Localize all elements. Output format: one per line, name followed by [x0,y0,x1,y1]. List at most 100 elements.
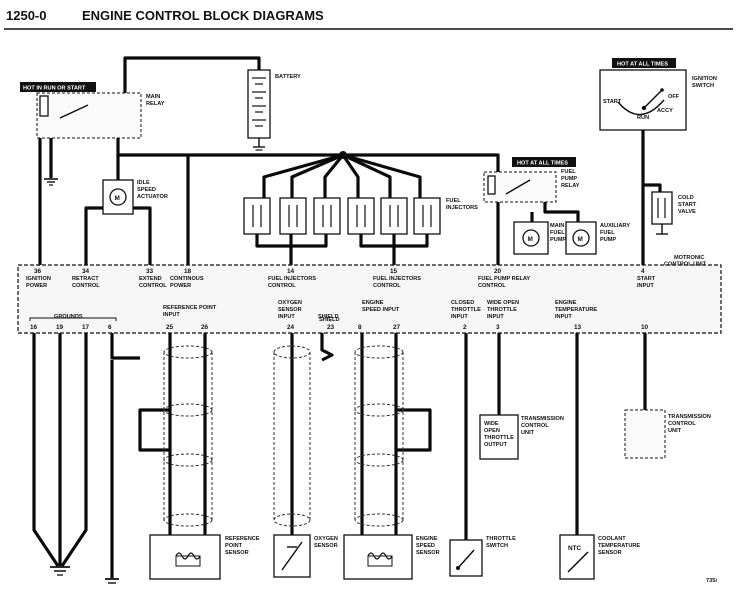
pin-15-label-2: CONTROL [373,283,401,289]
fuel-pump-relay-label-2: PUMP [561,176,577,182]
section-number: 1250-0 [6,8,46,23]
switch-pos-accy: ACCY [657,108,673,114]
fuel-pump-relay-contact [505,179,531,195]
injector-6 [413,197,441,235]
switch-pos-run: RUN [637,115,649,121]
pin-20: 20 [494,268,502,275]
hot-run-start-label: HOT IN RUN OR START [23,86,86,92]
pin-4-label-1: START [637,276,656,282]
pin-34: 34 [82,268,90,275]
throttle-switch-label-2: SWITCH [486,543,508,549]
pin-14: 14 [287,268,295,275]
pin-34-label-2: CONTROL [72,283,100,289]
engine-speed-sensor-label-3: SENSOR [416,550,440,556]
cold-start-valve-label-3: VALVE [678,209,696,215]
idle-actuator-motor [109,188,127,206]
tcu-right-label-1: TRANSMISSION [668,414,711,420]
idle-actuator-label-2: SPEED [137,187,156,193]
hot-ignition-label: HOT AT ALL TIMES [617,62,668,68]
reference-point-sensor-label-2: POINT [225,543,243,549]
battery-feed-wire [123,56,261,93]
coolant-sensor-label-1: COOLANT [598,536,626,542]
pin-23: 23 [327,324,335,331]
tcu-left-label-3: UNIT [521,430,535,436]
main-relay: HOT IN RUN OR START MAIN RELAY [20,82,165,139]
pin-36: 36 [34,268,42,275]
hot-fuel-banner [512,157,576,167]
motronic-label-1: MOTRONIC [674,255,704,261]
hot-fuel-label: HOT AT ALL TIMES [517,161,568,167]
pin-18-label-2: POWER [170,283,191,289]
fuel-pump-relay-box [483,171,557,203]
ntc-label: NTC [568,545,582,552]
main-fuel-pump-label-2: FUEL [550,230,565,236]
battery: BATTERY [247,69,301,151]
main-fuel-pump-label-3: PUMP [550,237,566,243]
main-relay-label-2: RELAY [146,101,165,107]
extend-control-wire [133,206,152,265]
aux-fuel-pump-label-1: AUXILIARY [600,223,630,229]
pin-27: 27 [393,324,401,331]
cold-start-valve: COLD START VALVE [643,183,697,235]
fuel-pumps: M MAIN FUEL PUMP M AUXILIARY FUEL PUMP [513,221,630,255]
pin-33-label-2: CONTROL [139,283,167,289]
throttle-switch-box [449,539,483,577]
pin-26: 26 [201,324,209,331]
closed-throttle-label-3: INPUT [451,314,468,320]
figure-number: 735i [706,578,717,584]
injector-5 [380,197,408,235]
aux-fuel-pump-motor: M [578,236,583,243]
oxygen-input-label-2: SENSOR [278,307,302,313]
coolant-sensor-label-3: SENSOR [598,550,622,556]
reference-point-sensor-box [149,534,221,580]
pin-8: 8 [358,324,362,331]
wot-box-label-4: OUTPUT [484,442,508,448]
retract-control-wire [84,206,103,265]
ignition-switch-label-2: SWITCH [692,83,714,89]
engine-temp-input-label-3: INPUT [555,314,572,320]
battery-box [247,69,271,139]
wot-box-label-1: WIDE [484,421,499,427]
pin-18-label-1: CONTINOUS [170,276,204,282]
oxygen-sensor-label-2: SENSOR [314,543,338,549]
pin-34-label-1: RETRACT [72,276,99,282]
shield-pin-label: SHIELD [318,314,339,320]
engine-speed-sensor-box [343,534,413,580]
pin-18: 18 [184,268,192,275]
throttle-switch-label-1: THROTTLE [486,536,516,542]
wot-input-label-1: WIDE OPEN [487,300,519,306]
coolant-sensor-label-2: TEMPERATURE [598,543,640,549]
hot-run-start-banner [20,82,96,92]
main-fuel-pump-motor: M [528,236,533,243]
tcu-left-label-2: CONTROL [521,423,549,429]
engine-speed-input-label-1: ENGINE [362,300,384,306]
motronic-box [17,264,722,334]
main-fuel-pump-label-1: MAIN [550,223,564,229]
ground-pin-19: 19 [56,324,64,331]
shield-label: SHIELD [319,317,340,323]
tcu-left-label-1: TRANSMISSION [521,416,564,422]
throttle-circuit: WIDE OPEN THROTTLE OUTPUT TRANSMISSION C… [449,333,564,577]
grounds-label: GROUNDS [54,314,83,320]
ignition-switch-label-1: IGNITION [692,76,717,82]
wot-box-label-2: OPEN [484,428,500,434]
injector-2 [279,197,307,235]
fuel-pump-relay-coil [487,175,496,195]
switch-pos-off: OFF [668,94,680,100]
tcu-right-label-2: CONTROL [668,421,696,427]
pin-20-label-2: CONTROL [478,283,506,289]
engine-speed-sensor-label-2: SPEED [416,543,435,549]
motronic-label-2: CONTROL UNIT [664,262,707,268]
main-relay-coil [39,95,49,117]
fuel-injectors-label-2: INJECTORS [446,205,478,211]
pin-25: 25 [166,324,174,331]
pin-15: 15 [390,268,398,275]
pin-15-label-1: FUEL INJECTORS [373,276,421,282]
pin-36-label-2: POWER [26,283,47,289]
fuel-injectors-label-1: FUEL [446,198,461,204]
tcu-right-box [624,409,666,459]
injector-4 [347,197,375,235]
ground-pin-17: 17 [82,324,90,331]
ground-wires [32,333,140,584]
